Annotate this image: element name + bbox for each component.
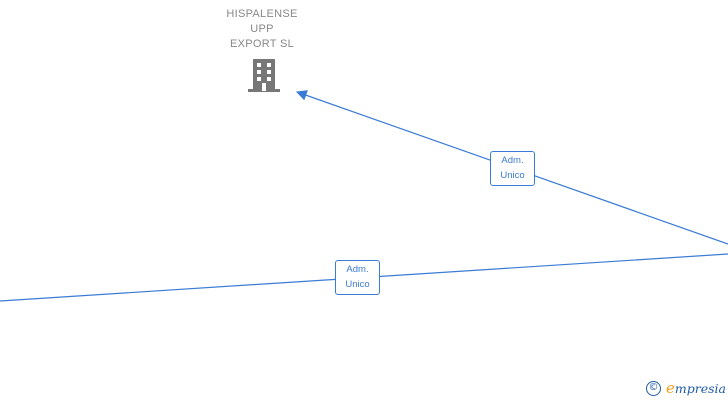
edge-label-line-1: Adm. bbox=[501, 155, 524, 166]
edge-label-line-2: Unico bbox=[500, 170, 525, 181]
company-name-line-2: UPP bbox=[250, 23, 274, 35]
edge-label-line-2: Unico bbox=[345, 279, 370, 290]
edge-label-adm-unico[interactable]: Adm. Unico bbox=[490, 151, 535, 186]
brand-initial: e bbox=[666, 379, 675, 397]
building-icon[interactable] bbox=[247, 57, 281, 93]
empresia-watermark[interactable]: © empresia bbox=[646, 379, 726, 397]
brand-logo: empresia bbox=[666, 379, 726, 397]
company-name-line-3: EXPORT SL bbox=[229, 38, 295, 50]
company-name[interactable]: HISPALENSE UPP EXPORT SL bbox=[212, 7, 312, 52]
brand-text: mpresia bbox=[674, 381, 726, 396]
edge-label-line-1: Adm. bbox=[346, 264, 369, 275]
copyright-icon: © bbox=[646, 380, 662, 396]
company-name-line-1: HISPALENSE bbox=[226, 8, 298, 20]
edge-label-adm-unico[interactable]: Adm. Unico bbox=[335, 260, 380, 295]
